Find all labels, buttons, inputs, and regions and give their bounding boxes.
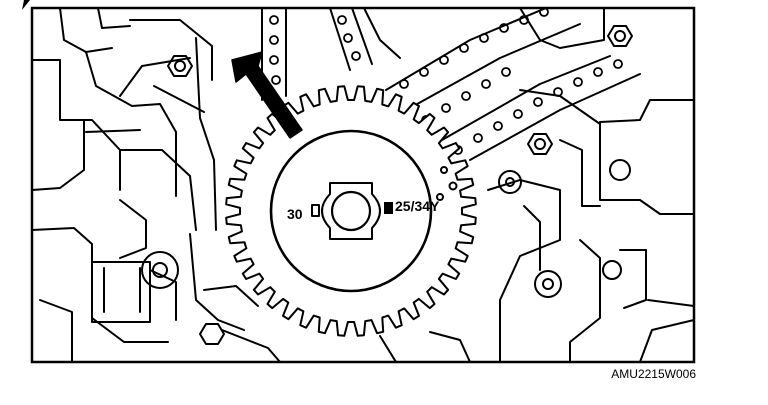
chain-link-pin bbox=[269, 15, 279, 25]
chain-link-pin bbox=[439, 55, 449, 65]
corner-glyph-fragment bbox=[22, 0, 30, 10]
chain-link-pin bbox=[481, 79, 491, 89]
gear-face-ring bbox=[269, 129, 433, 293]
chain-link-pin bbox=[513, 109, 523, 119]
engine-block-right bbox=[379, 8, 694, 362]
chain-link-pin bbox=[351, 51, 361, 61]
timing-mark-hollow bbox=[311, 204, 320, 217]
chain-link-pin bbox=[271, 75, 281, 85]
boss-left bbox=[141, 251, 179, 289]
chain-link-pin bbox=[459, 43, 469, 53]
gear-hole-2 bbox=[448, 181, 458, 191]
chain-link-pin bbox=[573, 77, 583, 87]
label-25-34y: 25/34Y bbox=[395, 198, 440, 214]
hex-bolt-right-top bbox=[607, 25, 633, 47]
hex-bolt-left bbox=[167, 55, 193, 77]
gear-bore bbox=[330, 190, 372, 232]
boss-right-top bbox=[498, 170, 522, 194]
chain-link-pin bbox=[533, 97, 543, 107]
gear-hub bbox=[321, 182, 381, 240]
chain-link-pin bbox=[441, 103, 451, 113]
gear-hole-3 bbox=[436, 193, 444, 201]
chain-link-pin bbox=[473, 133, 483, 143]
hex-bolt-right-mid bbox=[527, 133, 553, 155]
figure-id-code: AMU2215W006 bbox=[611, 367, 696, 381]
chain-link-pin bbox=[501, 67, 511, 77]
gear-hole-1 bbox=[440, 166, 448, 174]
engine-block-left bbox=[32, 8, 281, 362]
figure-frame bbox=[30, 6, 696, 364]
chain-link-pin bbox=[613, 59, 623, 69]
chain-link-pin bbox=[399, 79, 409, 89]
chain-link-pin bbox=[419, 67, 429, 77]
sprocket bbox=[225, 85, 477, 337]
chain-link-pin bbox=[343, 33, 353, 43]
boss-right-low bbox=[602, 260, 622, 280]
chain-link-pin bbox=[269, 55, 279, 65]
boss-right-far bbox=[609, 159, 631, 181]
chain-link-pin bbox=[479, 33, 489, 43]
chain-links bbox=[269, 8, 623, 155]
label-30: 30 bbox=[287, 206, 303, 222]
chain-link-pin bbox=[539, 8, 549, 17]
chain-link-pin bbox=[337, 15, 347, 25]
timing-mark-filled bbox=[384, 202, 393, 214]
chain-link-pin bbox=[593, 67, 603, 77]
chain-link-pin bbox=[269, 35, 279, 45]
chain-link-pin bbox=[499, 23, 509, 33]
chain-link-pin bbox=[493, 121, 503, 131]
chain-link-pin bbox=[461, 91, 471, 101]
hex-bolt-bottom bbox=[199, 323, 225, 345]
boss-right-mid bbox=[534, 270, 562, 298]
black-arrow-pointer-icon bbox=[231, 51, 303, 139]
